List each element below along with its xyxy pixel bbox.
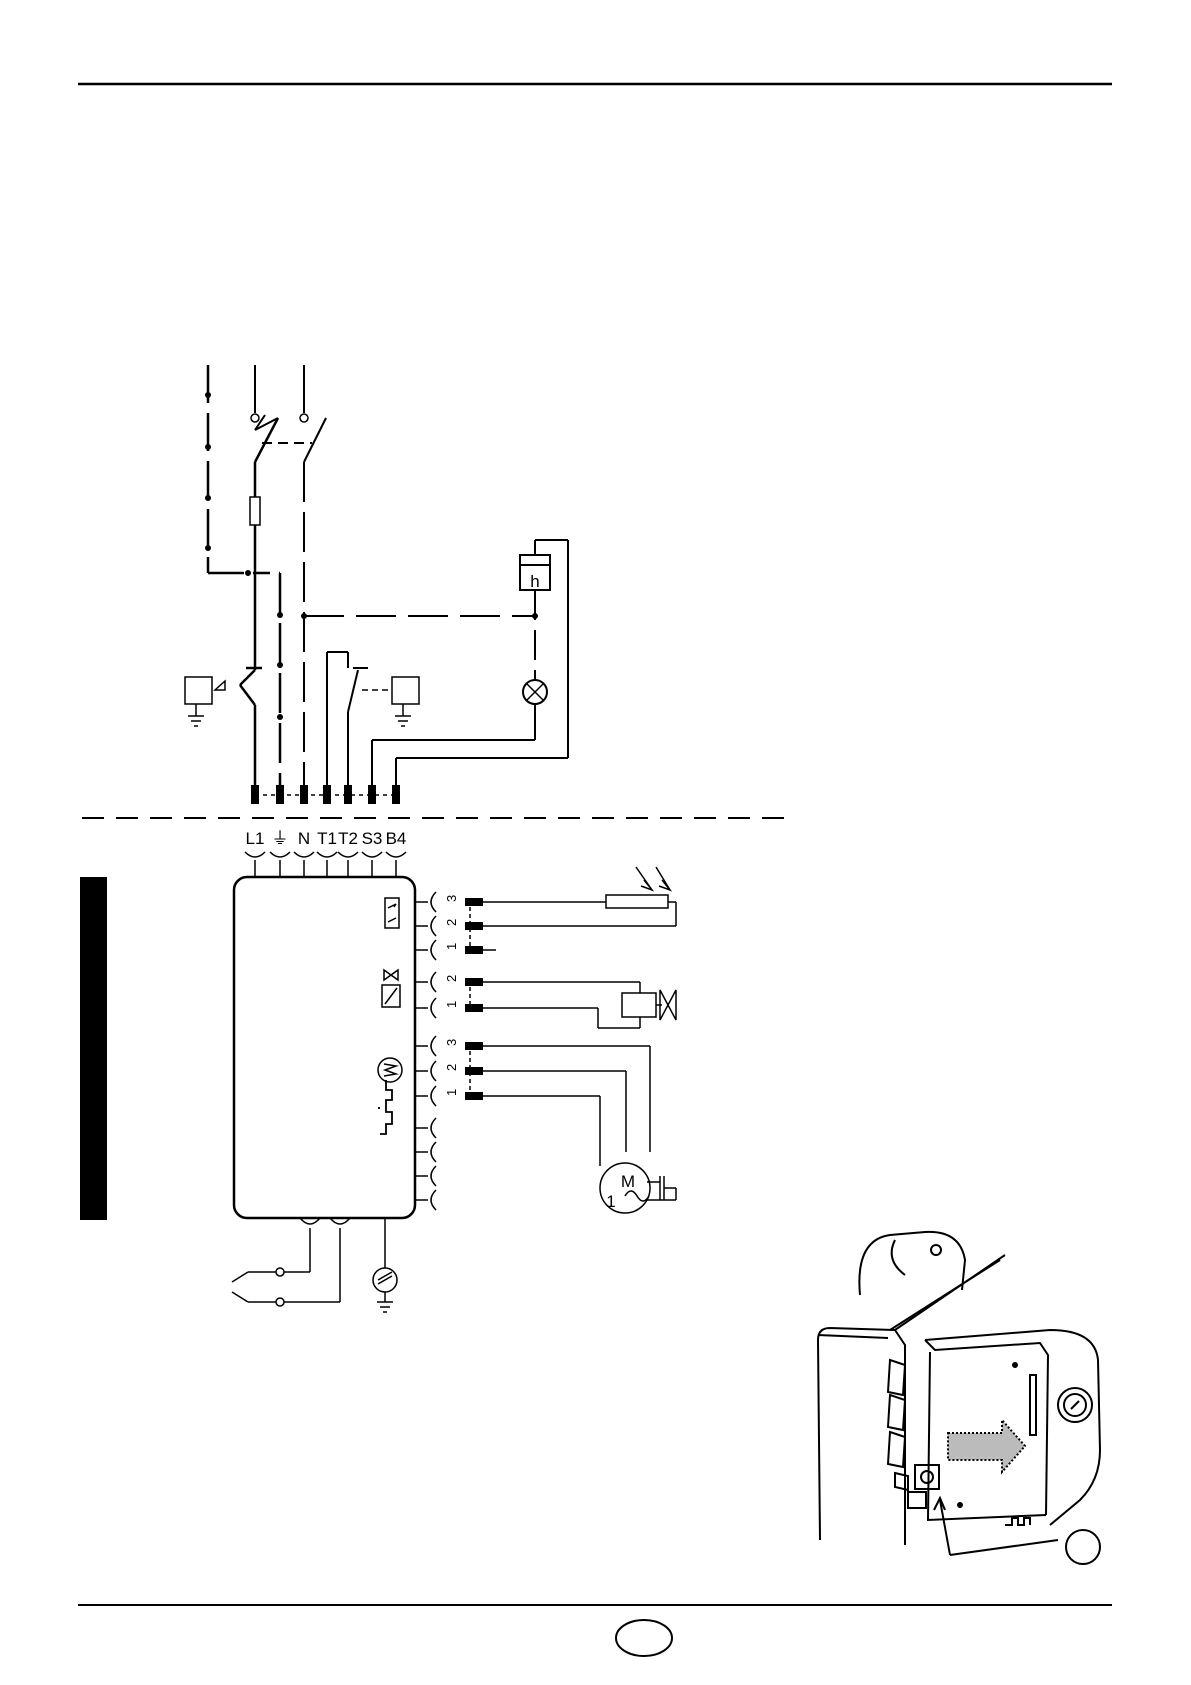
connector-cups-motor (415, 1036, 436, 1106)
plug-contacts-right (465, 898, 483, 1100)
pin-number: 3 (444, 895, 459, 902)
external-wiring (483, 867, 676, 1213)
neutral-terminal-open (300, 414, 308, 422)
terminal-label: T1 (317, 829, 337, 848)
pin-number: 1 (444, 1089, 459, 1096)
terminal-label: S3 (362, 829, 383, 848)
terminal-label: N (298, 829, 310, 848)
section-tab (80, 877, 107, 1220)
line-terminal-open (251, 414, 259, 422)
terminal-label: ⏚ (272, 829, 289, 848)
terminal-labels: L1 ⏚ N T1 T2 S3 B4 (246, 829, 407, 848)
motor-phase: 1 (606, 1192, 615, 1211)
motor-letter: M (621, 1172, 635, 1191)
hour-counter-label: h (530, 572, 539, 591)
pin-number: 2 (444, 1064, 459, 1071)
pin-number: 1 (444, 1001, 459, 1008)
terminal-label: B4 (386, 829, 407, 848)
terminal-cups (245, 852, 406, 877)
supply-wiring (185, 365, 568, 785)
pin-numbers: 3 2 1 2 1 3 2 1 (444, 895, 459, 1096)
pin-number: 2 (444, 975, 459, 982)
connector-cups-valve (415, 972, 436, 1018)
ionisation-wiring (232, 1218, 397, 1312)
page-number-oval (616, 1620, 672, 1656)
connector-cups-cell (415, 892, 436, 960)
pin-number: 2 (444, 919, 459, 926)
pin-number: 1 (444, 943, 459, 950)
pin-number: 3 (444, 1039, 459, 1046)
terminal-label: L1 (246, 829, 265, 848)
connector-cups-pulse (415, 1118, 436, 1210)
control-box-illustration (818, 1232, 1100, 1564)
terminal-label: T2 (338, 829, 358, 848)
